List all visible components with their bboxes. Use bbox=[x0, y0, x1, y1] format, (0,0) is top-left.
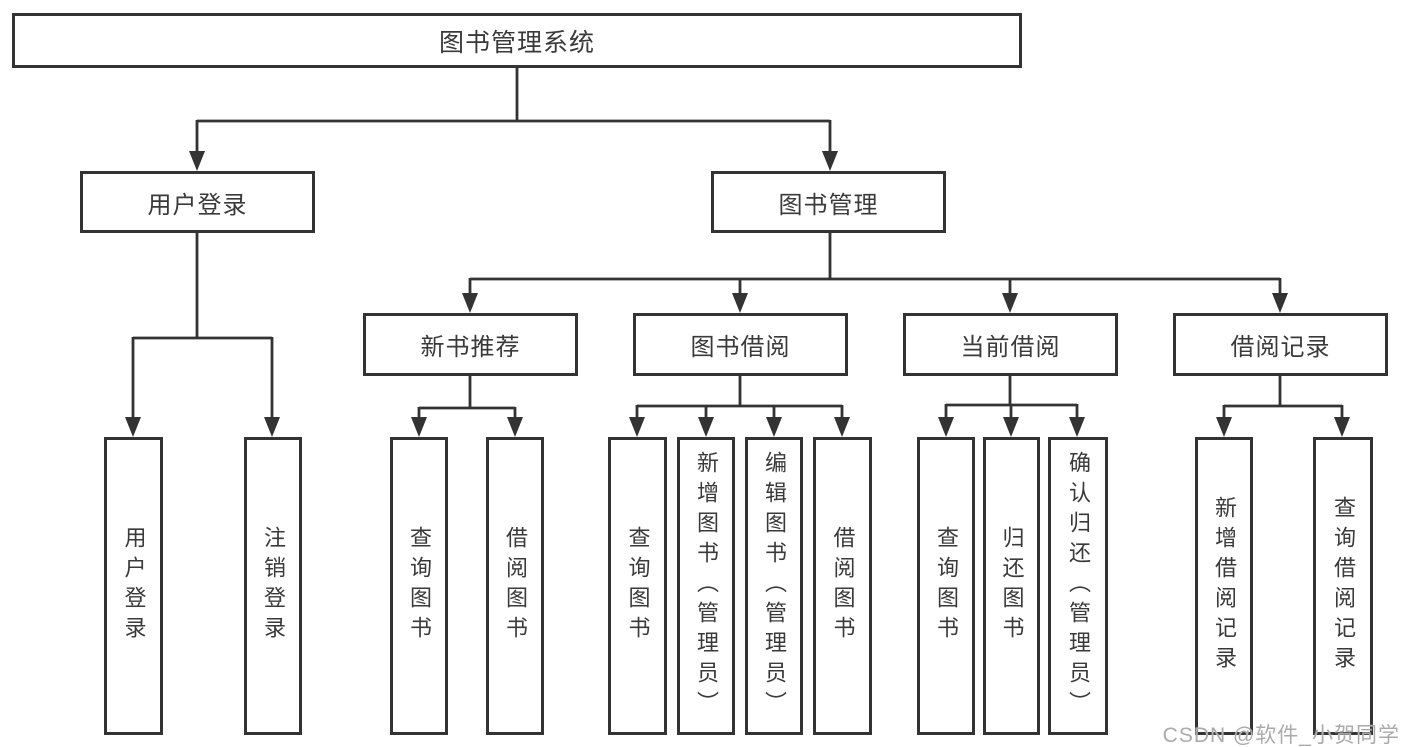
leaf-confirm-return-admin: 确认归还（管理员） bbox=[1048, 437, 1108, 735]
leaf-add-borrow-record: 新增借阅记录 bbox=[1195, 437, 1253, 735]
leaf-label: 借阅图书 bbox=[503, 526, 528, 646]
leaf-edit-books-admin: 编辑图书（管理员） bbox=[745, 437, 803, 735]
watermark-text: CSDN @软件_小贺同学 bbox=[1162, 724, 1400, 747]
leaf-query-borrow-record: 查询借阅记录 bbox=[1313, 437, 1373, 735]
node-user-login: 用户登录 bbox=[80, 171, 315, 233]
leaf-add-books-admin: 新增图书（管理员） bbox=[677, 437, 735, 735]
node-borrow-records: 借阅记录 bbox=[1173, 313, 1388, 376]
leaf-label: 借阅图书 bbox=[830, 526, 856, 646]
leaf-query-books-newbook: 查询图书 bbox=[390, 437, 448, 735]
node-new-book-recommend: 新书推荐 bbox=[363, 313, 578, 376]
leaf-label: 查询图书 bbox=[407, 526, 432, 646]
node-current-borrowing: 当前借阅 bbox=[903, 313, 1118, 376]
leaf-label: 用户登录 bbox=[121, 526, 147, 646]
node-book-borrowing: 图书借阅 bbox=[633, 313, 848, 376]
leaf-user-login: 用户登录 bbox=[104, 437, 163, 735]
leaf-return-books: 归还图书 bbox=[983, 437, 1040, 735]
leaf-label: 注销登录 bbox=[261, 526, 286, 646]
leaf-label: 编辑图书（管理员） bbox=[762, 451, 787, 721]
leaf-borrow-books-newbook: 借阅图书 bbox=[486, 437, 544, 735]
node-book-management: 图书管理 bbox=[711, 171, 946, 233]
leaf-label: 查询图书 bbox=[625, 526, 651, 646]
leaf-query-books-current: 查询图书 bbox=[917, 437, 975, 735]
leaf-label: 查询图书 bbox=[934, 526, 959, 646]
leaf-label: 确认归还（管理员） bbox=[1066, 451, 1091, 721]
leaf-logout: 注销登录 bbox=[244, 437, 302, 735]
node-root-system: 图书管理系统 bbox=[12, 13, 1022, 68]
leaf-label: 查询借阅记录 bbox=[1331, 496, 1356, 676]
leaf-query-books-borrow: 查询图书 bbox=[608, 437, 667, 735]
leaf-label: 归还图书 bbox=[999, 526, 1025, 646]
leaf-borrow-books: 借阅图书 bbox=[813, 437, 872, 735]
leaf-label: 新增借阅记录 bbox=[1212, 496, 1237, 676]
leaf-label: 新增图书（管理员） bbox=[694, 451, 719, 721]
